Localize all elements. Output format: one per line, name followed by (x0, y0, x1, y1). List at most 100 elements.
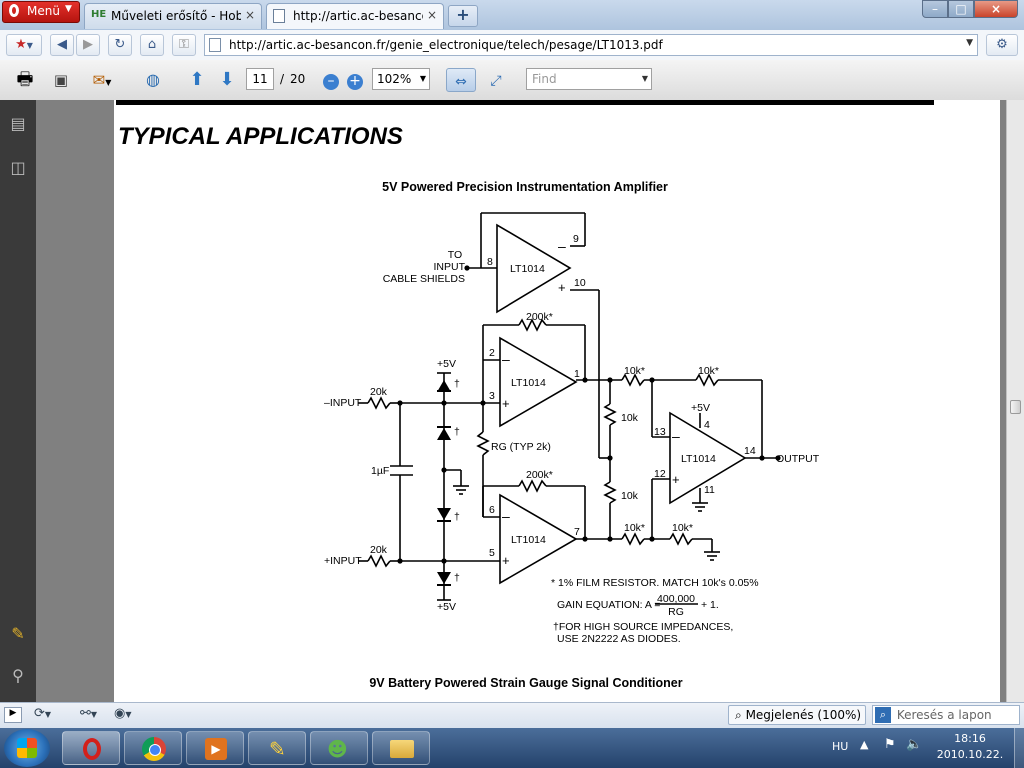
bookmarks-panel-button[interactable]: ◫ (8, 158, 28, 180)
pages-panel-button[interactable]: ▤ (8, 114, 28, 136)
zoom-in-button[interactable]: + (344, 68, 366, 92)
show-desktop-button[interactable] (1014, 728, 1024, 768)
svg-text:LT1014: LT1014 (511, 377, 546, 389)
save-button[interactable]: ▣ (48, 68, 74, 92)
find-input[interactable]: Find ▼ (526, 68, 652, 90)
svg-text:TO: TO (448, 249, 462, 261)
chevron-down-icon[interactable]: ▼ (966, 38, 973, 48)
comments-panel-button[interactable]: ✎ (8, 624, 28, 646)
address-bar[interactable]: http://artic.ac-besancon.fr/genie_electr… (204, 34, 978, 56)
magnifier-icon: ⌕ (735, 708, 742, 722)
chevron-down-icon: ▼ (419, 74, 426, 83)
turbo-status-button[interactable]: ◉▼ (114, 706, 132, 721)
start-button[interactable] (4, 729, 50, 767)
svg-text:1: 1 (574, 368, 580, 380)
fit-page-button[interactable]: ⤢ (482, 68, 510, 92)
zoom-select[interactable]: 102% ▼ (372, 68, 430, 90)
home-button[interactable]: ⌂ (140, 34, 164, 56)
chevron-down-icon: ▼ (65, 4, 72, 14)
tab-hobbielektronika[interactable]: HE Műveleti erősítő - Hob... × (84, 3, 262, 29)
forward-button[interactable]: ▶ (76, 34, 100, 56)
opera-menu-button[interactable]: Menü ▼ (2, 1, 80, 23)
svg-text:INPUT: INPUT (434, 261, 466, 273)
svg-text:RG: RG (668, 606, 684, 618)
svg-text:1µF: 1µF (371, 465, 389, 477)
svg-text:14: 14 (744, 445, 756, 457)
zoom-in-icon: + (347, 74, 363, 90)
tab-close-icon[interactable]: × (245, 8, 256, 22)
volume-icon[interactable]: 🔈 (906, 737, 923, 752)
taskbar-opera[interactable] (62, 731, 120, 765)
vertical-scrollbar[interactable] (1006, 100, 1024, 702)
clock[interactable]: 18:16 2010.10.22. (930, 732, 1010, 764)
document-viewport[interactable]: TYPICAL APPLICATIONS 5V Powered Precisio… (36, 100, 1006, 702)
turbo-button[interactable]: ⚙ (986, 34, 1018, 56)
svg-text:10k*: 10k* (624, 365, 645, 377)
unite-button[interactable]: ⚯▼ (80, 706, 98, 721)
svg-text:6: 6 (489, 504, 495, 516)
svg-text:†: † (454, 511, 460, 523)
arrow-up-icon: ⬆ (189, 69, 205, 90)
reload-button[interactable]: ↻ (108, 34, 132, 56)
attachments-panel-button[interactable]: ⚲ (8, 666, 28, 688)
tab-close-icon[interactable]: × (427, 8, 438, 22)
page-total: 20 (290, 72, 306, 86)
svg-text:10k*: 10k* (672, 522, 693, 534)
folder-icon (390, 740, 414, 758)
favicon-he-icon: HE (91, 9, 107, 20)
zoom-out-button[interactable]: – (320, 68, 342, 92)
messenger-icon: ☻ (327, 737, 348, 761)
svg-text:–: – (502, 508, 510, 524)
close-window-button[interactable]: × (974, 0, 1018, 18)
previous-page-button[interactable]: ⬆ (184, 68, 210, 92)
sync-button[interactable]: ⟳▼ (34, 706, 52, 721)
svg-text:LT1014: LT1014 (510, 263, 545, 275)
windows-taskbar: ▶ ✎ ☻ HU ▲ ⚑ 🔈 18:16 2010.10.22. (0, 728, 1024, 768)
printer-icon: 🖶 (16, 69, 34, 90)
tab-artic-pdf[interactable]: http://artic.ac-besanco... × (266, 3, 444, 29)
media-player-icon: ▶ (205, 738, 227, 760)
fit-width-button[interactable]: ⇔ (446, 68, 476, 92)
reload-icon: ↻ (114, 37, 126, 52)
scrollbar-thumb[interactable] (1010, 400, 1021, 414)
back-arrow-icon: ◀ (57, 37, 67, 52)
taskbar-explorer[interactable] (372, 731, 430, 765)
language-indicator[interactable]: HU (832, 740, 849, 753)
minimize-button[interactable]: – (922, 0, 948, 18)
page-number-input[interactable]: 11 (246, 68, 274, 90)
zoom-button[interactable]: ⌕ Megjelenés (100%) ▼ (728, 705, 866, 739)
maximize-button[interactable]: □ (948, 0, 974, 18)
taskbar-media-player[interactable]: ▶ (186, 731, 244, 765)
find-in-page-input[interactable]: ⌕ Keresés a lapon (872, 705, 1020, 725)
share-nodes-icon: ⚯ (80, 706, 91, 721)
share-button[interactable]: ✉▼ (84, 68, 120, 92)
status-bar: ▶ ⟳▼ ⚯▼ ◉▼ ⌕ Megjelenés (100%) ▼ ⌕ Keres… (0, 702, 1024, 739)
figure-title: 9V Battery Powered Strain Gauge Signal C… (369, 676, 682, 690)
taskbar-chrome[interactable] (124, 731, 182, 765)
svg-text:+ 1.: + 1. (701, 599, 719, 611)
tray-expand-icon[interactable]: ▲ (860, 738, 869, 751)
next-page-button[interactable]: ⬇ (214, 68, 240, 92)
action-center-flag-icon[interactable]: ⚑ (884, 737, 896, 752)
new-tab-button[interactable]: + (448, 5, 478, 27)
taskbar-paint[interactable]: ✎ (248, 731, 306, 765)
password-manager-button[interactable]: ⚿ (172, 34, 196, 56)
panel-toggle-button[interactable]: ▶ (4, 707, 22, 723)
find-placeholder: Find (532, 72, 557, 86)
find-placeholder: Keresés a lapon (896, 708, 992, 722)
collaborate-button[interactable]: ◍ (140, 68, 166, 92)
page-icon (273, 9, 289, 23)
search-icon: ⌕ (875, 707, 891, 723)
svg-text:RG (TYP 2k): RG (TYP 2k) (491, 441, 551, 453)
print-button[interactable]: 🖶 (12, 68, 38, 92)
svg-text:10k: 10k (621, 412, 639, 424)
svg-text:+5V: +5V (437, 601, 456, 613)
panels-button[interactable]: ★▼ (6, 34, 42, 56)
taskbar-messenger[interactable]: ☻ (310, 731, 368, 765)
opera-logo-icon (9, 4, 19, 17)
back-button[interactable]: ◀ (50, 34, 74, 56)
svg-text:400,000: 400,000 (657, 593, 695, 605)
pdf-toolbar: 🖶 ▣ ✉▼ ◍ ⬆ ⬇ 11 / 20 – + 102% ▼ ⇔ ⤢ Find… (0, 60, 1024, 101)
svg-text:200k*: 200k* (526, 311, 553, 323)
svg-text:LT1014: LT1014 (681, 453, 716, 465)
